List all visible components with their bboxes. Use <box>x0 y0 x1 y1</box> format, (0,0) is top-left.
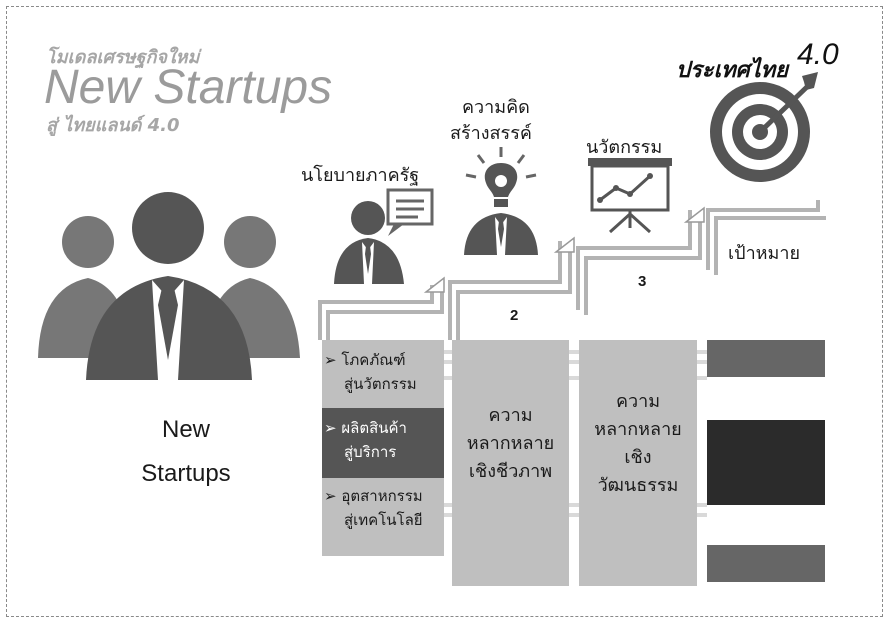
presentation-chart-icon <box>588 158 672 234</box>
policy-label: นโยบายภาครัฐ <box>301 165 420 186</box>
header-footer: สู่ ไทยแลนด์ 4.0 <box>46 115 180 136</box>
idea-label-line2: สร้างสรรค์ <box>450 123 532 144</box>
culture-line3: เชิง <box>624 447 652 468</box>
row-item-commodity-line1: โภคภัณฑ์ <box>341 351 406 369</box>
step-number-3: 3 <box>638 273 647 290</box>
diagram-frame <box>6 6 883 617</box>
idea-label-line1: ความคิด <box>462 97 530 118</box>
people-group-icon <box>38 192 300 380</box>
target-bullseye-icon <box>710 72 818 182</box>
lightbulb-person-icon <box>464 147 538 255</box>
culture-line1: ความ <box>615 391 661 412</box>
row-item-industry-line1: อุตสาหกรรม <box>341 487 423 505</box>
innovation-label: นวัตกรรม <box>586 137 663 158</box>
header-title: New Startups <box>44 61 333 114</box>
arrow-icon: ➢ <box>324 487 337 505</box>
row-item-product: ➢ ผลิตสินค้า สู่บริการ <box>322 408 444 478</box>
row-item-product-line2: สู่บริการ <box>344 443 397 461</box>
row-item-industry: ➢ อุตสาหกรรม สู่เทคโนโลยี <box>322 484 446 532</box>
header-subtitle: โมเดลเศรษฐกิจใหม่ <box>46 47 200 68</box>
new-startups-label: New Startups <box>96 408 276 496</box>
bio-line3: เชิงชีวภาพ <box>468 461 553 482</box>
culture-diversity-column <box>579 340 697 586</box>
row-item-commodity-line2: สู่นวัตกรรม <box>344 375 417 393</box>
bio-diversity-text: ความ หลากหลาย เชิงชีวภาพ <box>452 402 569 486</box>
speaker-person-icon <box>334 188 434 284</box>
new-startups-line1: New <box>161 416 210 443</box>
right-bar-2 <box>707 420 825 505</box>
step-number-2: 2 <box>510 307 519 324</box>
row-item-industry-line2: สู่เทคโนโลยี <box>344 511 423 529</box>
arrow-icon: ➢ <box>324 351 337 369</box>
bio-line2: หลากหลาย <box>466 433 555 454</box>
arrow-icon: ➢ <box>324 419 337 437</box>
culture-line2: หลากหลาย <box>594 419 682 440</box>
right-bar-1 <box>707 340 825 377</box>
row-item-commodity: ➢ โภคภัณฑ์ สู่นวัตกรรม <box>322 348 446 396</box>
culture-line4: วัฒนธรรม <box>597 475 679 496</box>
right-bar-3 <box>707 545 825 582</box>
bio-line1: ความ <box>488 405 533 426</box>
thailand-version: 4.0 <box>797 38 839 71</box>
new-startups-line2: Startups <box>141 460 231 487</box>
culture-diversity-text: ความ หลากหลาย เชิง วัฒนธรรม <box>579 388 697 500</box>
bio-diversity-column <box>452 340 569 586</box>
row-item-product-line1: ผลิตสินค้า <box>341 419 407 437</box>
goal-label: เป้าหมาย <box>728 243 801 264</box>
thailand-title: ประเทศไทย <box>676 58 789 83</box>
